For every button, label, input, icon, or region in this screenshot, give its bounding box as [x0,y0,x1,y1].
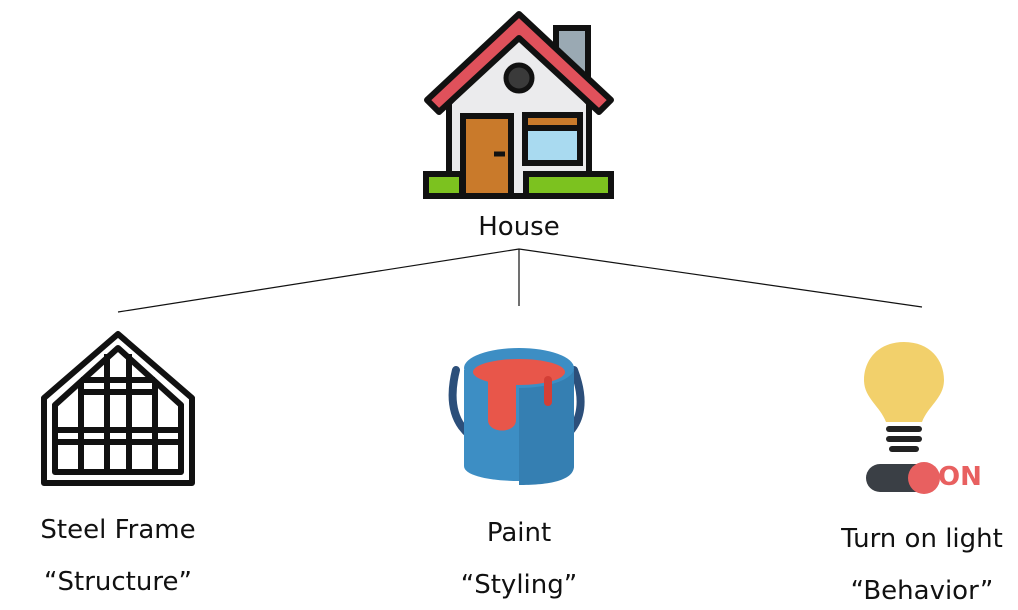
paint-label: Paint [486,518,552,548]
root-label: House [478,212,560,242]
switch-on-text: ON [938,462,982,492]
steel-frame-label: Steel Frame [40,515,196,545]
house-icon [423,11,614,199]
connector-to-steel-frame [117,248,520,313]
paint-bucket-icon [448,348,585,485]
light-bulb-switch-icon [864,342,944,494]
paint-sublabel: “Styling” [460,570,578,600]
connector-to-light [518,248,923,308]
light-label: Turn on light [841,524,1003,554]
steel-frame-icon [41,331,195,486]
steel-frame-sublabel: “Structure” [44,567,192,597]
light-sublabel: “Behavior” [850,576,994,606]
